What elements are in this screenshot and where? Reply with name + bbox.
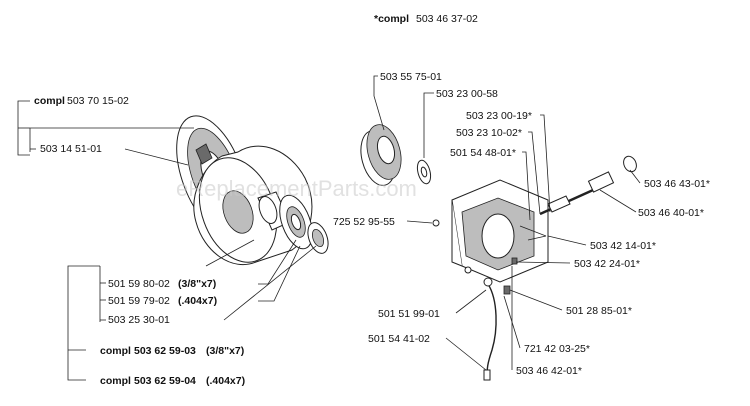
compl-top-prefix: compl xyxy=(34,95,65,107)
part-label-p9: 503 42 14-01* xyxy=(590,240,656,252)
compl-a-suffix: (3/8"x7) xyxy=(206,345,244,357)
compl-b-prefix: compl xyxy=(100,375,131,387)
part-label-p15: 503 46 42-01* xyxy=(516,365,582,377)
header-right-number: 503 46 37-02 xyxy=(416,13,478,25)
compl-a-prefix: compl xyxy=(100,345,131,357)
small-parts xyxy=(432,219,547,381)
part-label-p5: 501 54 48-01* xyxy=(450,147,516,159)
part-label-washer: 503 23 00-58 xyxy=(436,88,498,100)
part-label-bearing: 503 25 30-01 xyxy=(108,314,170,326)
worm-gear xyxy=(360,124,402,186)
part-label-worm-gear: 503 55 75-01 xyxy=(380,71,442,83)
part-label-p12: 501 51 99-01 xyxy=(378,308,440,320)
part-label-p13: 501 54 41-02 xyxy=(368,333,430,345)
part-label-p8: 725 52 95-55 xyxy=(333,216,395,228)
part-label-rim-38-suffix: (3/8"x7) xyxy=(178,278,216,290)
part-label-rim-404-number: 501 59 79-02 xyxy=(108,295,170,307)
part-label-p10: 503 42 24-01* xyxy=(574,258,640,270)
clutch-drum xyxy=(193,145,313,266)
part-label-p6: 503 46 43-01* xyxy=(644,178,710,190)
rim-sprocket xyxy=(279,194,313,250)
part-label-rim-38-number: 501 59 80-02 xyxy=(108,278,170,290)
oil-pump-housing xyxy=(451,179,549,283)
part-label-p4: 503 23 10-02* xyxy=(456,127,522,139)
part-label-clutch-shoe: 503 14 51-01 xyxy=(40,143,102,155)
pump-plunger xyxy=(539,155,637,216)
header-right-prefix: *compl xyxy=(374,13,409,25)
watermark: eReplacementParts.com xyxy=(176,176,417,201)
left-leader-lines xyxy=(17,100,317,381)
compl-top-number: 503 70 15-02 xyxy=(67,95,129,107)
compl-a-number: 503 62 59-03 xyxy=(134,345,196,357)
needle-bearing xyxy=(307,222,329,254)
compl-b-number: 503 62 59-04 xyxy=(134,375,196,387)
part-label-p7: 503 46 40-01* xyxy=(638,207,704,219)
washer xyxy=(416,159,432,185)
right-leader-lines xyxy=(373,75,641,371)
part-label-p11: 501 28 85-01* xyxy=(566,305,632,317)
part-label-p3: 503 23 00-19* xyxy=(466,110,532,122)
compl-b-suffix: (.404x7) xyxy=(206,375,245,387)
part-label-p14: 721 42 03-25* xyxy=(524,343,590,355)
part-label-rim-404-suffix: (.404x7) xyxy=(178,295,217,307)
